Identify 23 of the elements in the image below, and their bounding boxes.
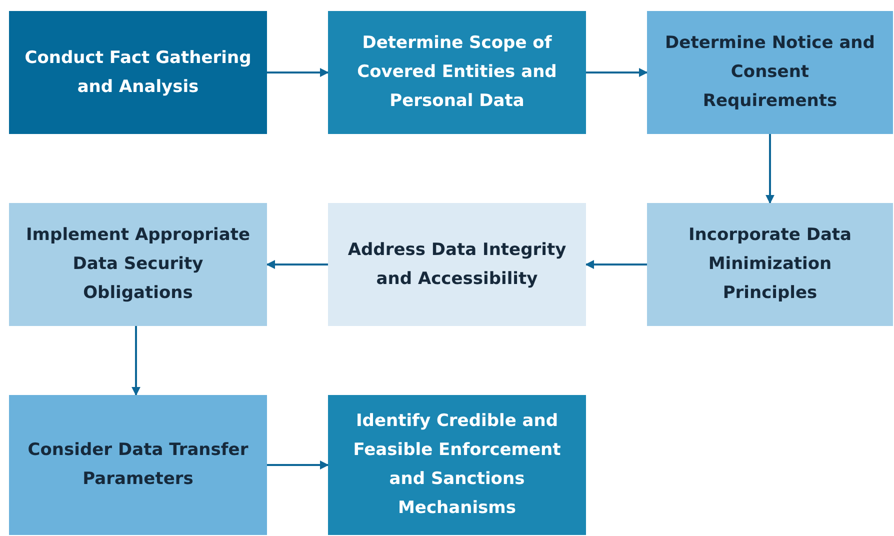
arrow — [132, 326, 140, 396]
step-label: Address Data Integrity and Accessibility — [346, 238, 568, 290]
step-label: Determine Scope of Covered Entities and Personal Data — [356, 32, 558, 113]
arrow — [266, 260, 328, 269]
step-label: Conduct Fact Gathering and Analysis — [24, 46, 252, 98]
step-label: Implement Appropriate Data Security Obligations — [24, 224, 252, 305]
arrow — [585, 260, 647, 269]
arrow — [267, 68, 329, 77]
process-box — [9, 11, 267, 134]
process-box — [647, 11, 893, 134]
process-box — [9, 395, 267, 535]
step-label: Determine Notice and Consent Requirements — [664, 32, 876, 113]
arrow — [267, 460, 329, 470]
arrow — [766, 134, 774, 204]
step-label: Consider Data Transfer Parameters — [26, 439, 250, 491]
arrow — [586, 68, 648, 77]
process-box — [9, 203, 267, 326]
process-box — [328, 395, 586, 535]
process-box — [328, 11, 586, 134]
step-label: Incorporate Data Minimization Principles — [687, 224, 853, 305]
step-label: Identify Credible and Feasible Enforcement and Sanctions Mechanisms — [352, 410, 562, 520]
process-box — [647, 203, 893, 326]
process-box — [328, 203, 586, 326]
